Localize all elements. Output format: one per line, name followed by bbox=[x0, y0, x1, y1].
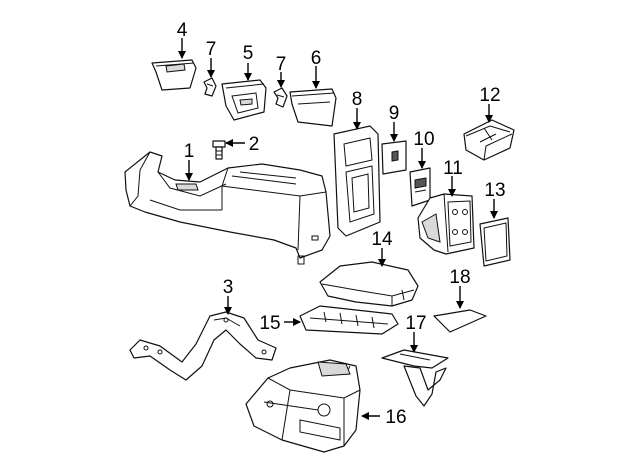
callout-1: 1 bbox=[184, 141, 195, 162]
callout-15: 15 bbox=[259, 313, 280, 334]
callout-17: 17 bbox=[405, 313, 426, 334]
callout-13: 13 bbox=[484, 180, 505, 201]
part-1-center-console bbox=[124, 151, 331, 265]
callout-10: 10 bbox=[413, 129, 434, 150]
callout-5: 5 bbox=[243, 43, 254, 64]
callout-16: 16 bbox=[385, 407, 406, 428]
callout-9: 9 bbox=[389, 103, 400, 124]
callout-labels: 4 7 5 7 6 8 9 10 11 12 13 2 1 14 18 3 15… bbox=[177, 20, 506, 428]
part-11-outlet-housing bbox=[417, 193, 475, 255]
callout-8: 8 bbox=[352, 89, 363, 110]
callout-18: 18 bbox=[449, 267, 470, 288]
part-7-clip-right bbox=[273, 87, 288, 108]
part-8-bezel bbox=[333, 125, 381, 237]
part-17-bracket bbox=[381, 349, 449, 407]
callout-7a: 7 bbox=[206, 39, 217, 60]
callout-12: 12 bbox=[479, 85, 500, 106]
callout-2: 2 bbox=[249, 134, 260, 155]
part-15-tray-mat bbox=[299, 305, 399, 335]
part-9-trim-plate bbox=[381, 140, 407, 175]
callout-7b: 7 bbox=[276, 54, 287, 75]
part-3-mounting-bracket bbox=[129, 311, 277, 381]
part-12-shifter-boot bbox=[463, 119, 515, 161]
part-4-storage-bin bbox=[151, 59, 197, 91]
part-6-storage-bin bbox=[289, 88, 337, 127]
part-2-bolt bbox=[212, 140, 226, 160]
callout-6: 6 bbox=[311, 48, 322, 69]
part-5-tray bbox=[221, 79, 267, 121]
leader-lines bbox=[178, 38, 498, 420]
callout-4: 4 bbox=[177, 20, 188, 41]
callout-14: 14 bbox=[371, 229, 393, 250]
callout-11: 11 bbox=[443, 158, 463, 179]
part-10-switch bbox=[409, 167, 431, 207]
part-14-armrest-lid bbox=[319, 261, 419, 307]
part-7-clip-left bbox=[203, 77, 217, 97]
callout-3: 3 bbox=[223, 277, 234, 298]
part-13-trim-panel bbox=[479, 217, 511, 267]
part-16-console-housing bbox=[245, 359, 361, 453]
part-18-pad bbox=[433, 309, 487, 333]
